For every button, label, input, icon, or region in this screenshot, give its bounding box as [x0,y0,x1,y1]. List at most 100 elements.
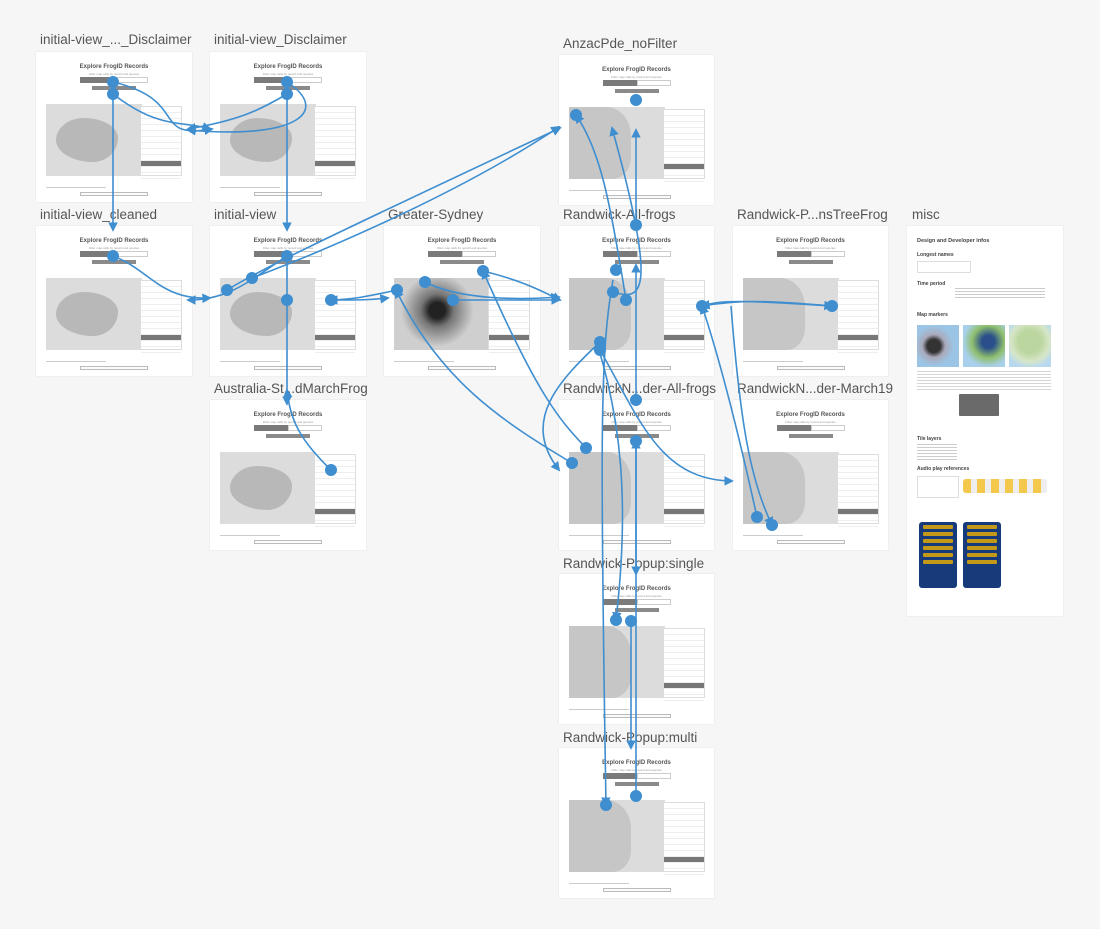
download-button [254,366,322,370]
record-tabs [80,77,148,83]
species-table-row [664,128,704,134]
record-tabs [603,599,671,605]
record-tabs [603,251,671,257]
record-tabs [603,80,671,86]
misc-section-map-markers: Map markers [917,312,948,318]
species-table-row [664,821,704,827]
timeline-chart [743,354,803,362]
tab-all-records [603,425,637,431]
artboard-title-randwick-all-frogs[interactable]: Randwick-All-frogs [563,207,676,222]
species-table-row [664,839,704,845]
artboard-title-randwick-n-march19[interactable]: RandwickN...der-March19 [737,381,894,396]
species-table-row [141,155,181,161]
species-table-row [838,509,878,515]
species-table [663,628,705,701]
download-button [777,540,845,544]
species-table-row [141,131,181,137]
species-table-row [664,641,704,647]
species-table-row [664,659,704,665]
artboard-title-randwick-n-all-frogs[interactable]: RandwickN...der-All-frogs [563,381,717,396]
species-table-row [838,473,878,479]
tab-my-records [114,251,148,257]
map-view [743,452,839,524]
artboard-heading: Explore FrogID Records [79,238,149,244]
artboard-heading: Explore FrogID Records [602,67,671,73]
species-table-row [664,833,704,839]
artboard-misc[interactable]: Design and Developer infos Longest names… [907,226,1063,616]
tab-all-records [254,251,288,257]
species-table-row [838,323,878,329]
artboard-title-randwick-popup-multi[interactable]: Randwick-Popup:multi [563,730,698,745]
artboard-title-initial-view-disclaimer[interactable]: initial-view_Disclaimer [214,32,347,47]
species-filter-button [615,782,659,786]
tab-my-records [288,425,322,431]
record-tabs [428,251,496,257]
species-filter-button [789,260,833,264]
species-table-row [315,107,355,113]
coastline-landmass [743,278,805,350]
species-table-row [664,158,704,164]
species-table-row [664,122,704,128]
artboard-title-initial-view-cleaned[interactable]: initial-view_cleaned [40,207,158,222]
species-table-row [664,497,704,503]
artboard-title-randwick-treefrog[interactable]: Randwick-P...nsTreeFrog [737,207,888,222]
tab-all-records [603,599,637,605]
species-filter-button [615,260,659,264]
misc-phone-left [919,522,957,588]
species-table-row [664,671,704,677]
species-table-row [838,305,878,311]
species-table-row [838,515,878,521]
artboard-title-initial-view[interactable]: initial-view [214,207,277,222]
misc-section-tile-layers: Tile layers [917,436,942,442]
download-button [80,192,148,196]
artboard-title-greater-sydney[interactable]: Greater-Sydney [388,207,484,222]
species-table-row [664,647,704,653]
tab-my-records [811,425,845,431]
map-view [569,107,665,179]
species-table-row [838,461,878,467]
coastline-landmass [569,278,631,350]
coastline-landmass [569,626,631,698]
species-table-row [838,347,878,353]
tab-all-records [777,251,811,257]
artboard-subtitle: Filter map calls by record and species [262,420,314,424]
species-filter-button [440,260,484,264]
misc-audio-buttons [963,479,1047,493]
species-table-row [664,323,704,329]
map-view [46,104,142,176]
record-tabs [254,425,322,431]
artboard-title-anzacpde-nofilter[interactable]: AnzacPde_noFilter [563,36,678,51]
species-table-row [141,167,181,173]
tab-all-records [80,77,114,83]
species-table-row [141,341,181,347]
artboard-title-randwick-popup-single[interactable]: Randwick-Popup:single [563,556,705,571]
species-table-row [838,335,878,341]
species-table-row [664,503,704,509]
record-tabs [254,77,322,83]
species-table-row [664,116,704,122]
species-table-row [315,497,355,503]
artboard-title-initial-view-ellipsis-disclaimer[interactable]: initial-view_..._Disclaimer [40,32,192,47]
timeline-chart [220,180,280,188]
species-table-row [315,173,355,179]
species-table-row [315,509,355,515]
species-table-row [664,305,704,311]
species-table-row [315,305,355,311]
artboard-title-australia-march-frog[interactable]: Australia-St...dMarchFrog [214,381,368,396]
species-table-row [664,110,704,116]
species-table-row [664,311,704,317]
artboard-title-misc[interactable]: misc [912,207,940,222]
